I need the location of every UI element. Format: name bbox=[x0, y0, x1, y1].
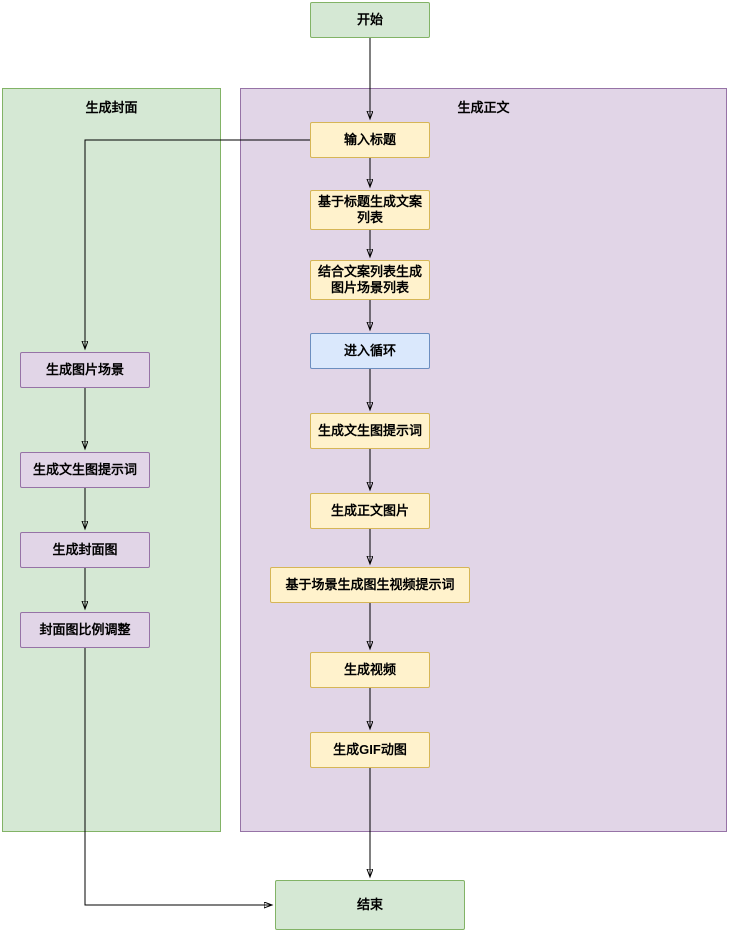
step-generate-image-scene: 生成图片场景 bbox=[20, 352, 150, 388]
start-node: 开始 bbox=[310, 2, 430, 38]
step-cover-ratio-adjust: 封面图比例调整 bbox=[20, 612, 150, 648]
step-generate-t2i-prompt-body: 生成文生图提示词 bbox=[310, 413, 430, 449]
step-generate-i2v-prompt: 基于场景生成图生视频提示词 bbox=[270, 567, 470, 603]
step-generate-video: 生成视频 bbox=[310, 652, 430, 688]
step-enter-loop: 进入循环 bbox=[310, 333, 430, 369]
step-generate-scene-list: 结合文案列表生成图片场景列表 bbox=[310, 260, 430, 300]
end-node: 结束 bbox=[275, 880, 465, 930]
step-generate-gif: 生成GIF动图 bbox=[310, 732, 430, 768]
step-generate-cover-image: 生成封面图 bbox=[20, 532, 150, 568]
body-panel-title: 生成正文 bbox=[457, 100, 510, 115]
step-generate-copy-list: 基于标题生成文案列表 bbox=[310, 190, 430, 230]
cover-panel-title: 生成封面 bbox=[85, 100, 138, 115]
step-generate-t2i-prompt-cover: 生成文生图提示词 bbox=[20, 452, 150, 488]
step-input-title: 输入标题 bbox=[310, 122, 430, 158]
step-generate-body-image: 生成正文图片 bbox=[310, 493, 430, 529]
